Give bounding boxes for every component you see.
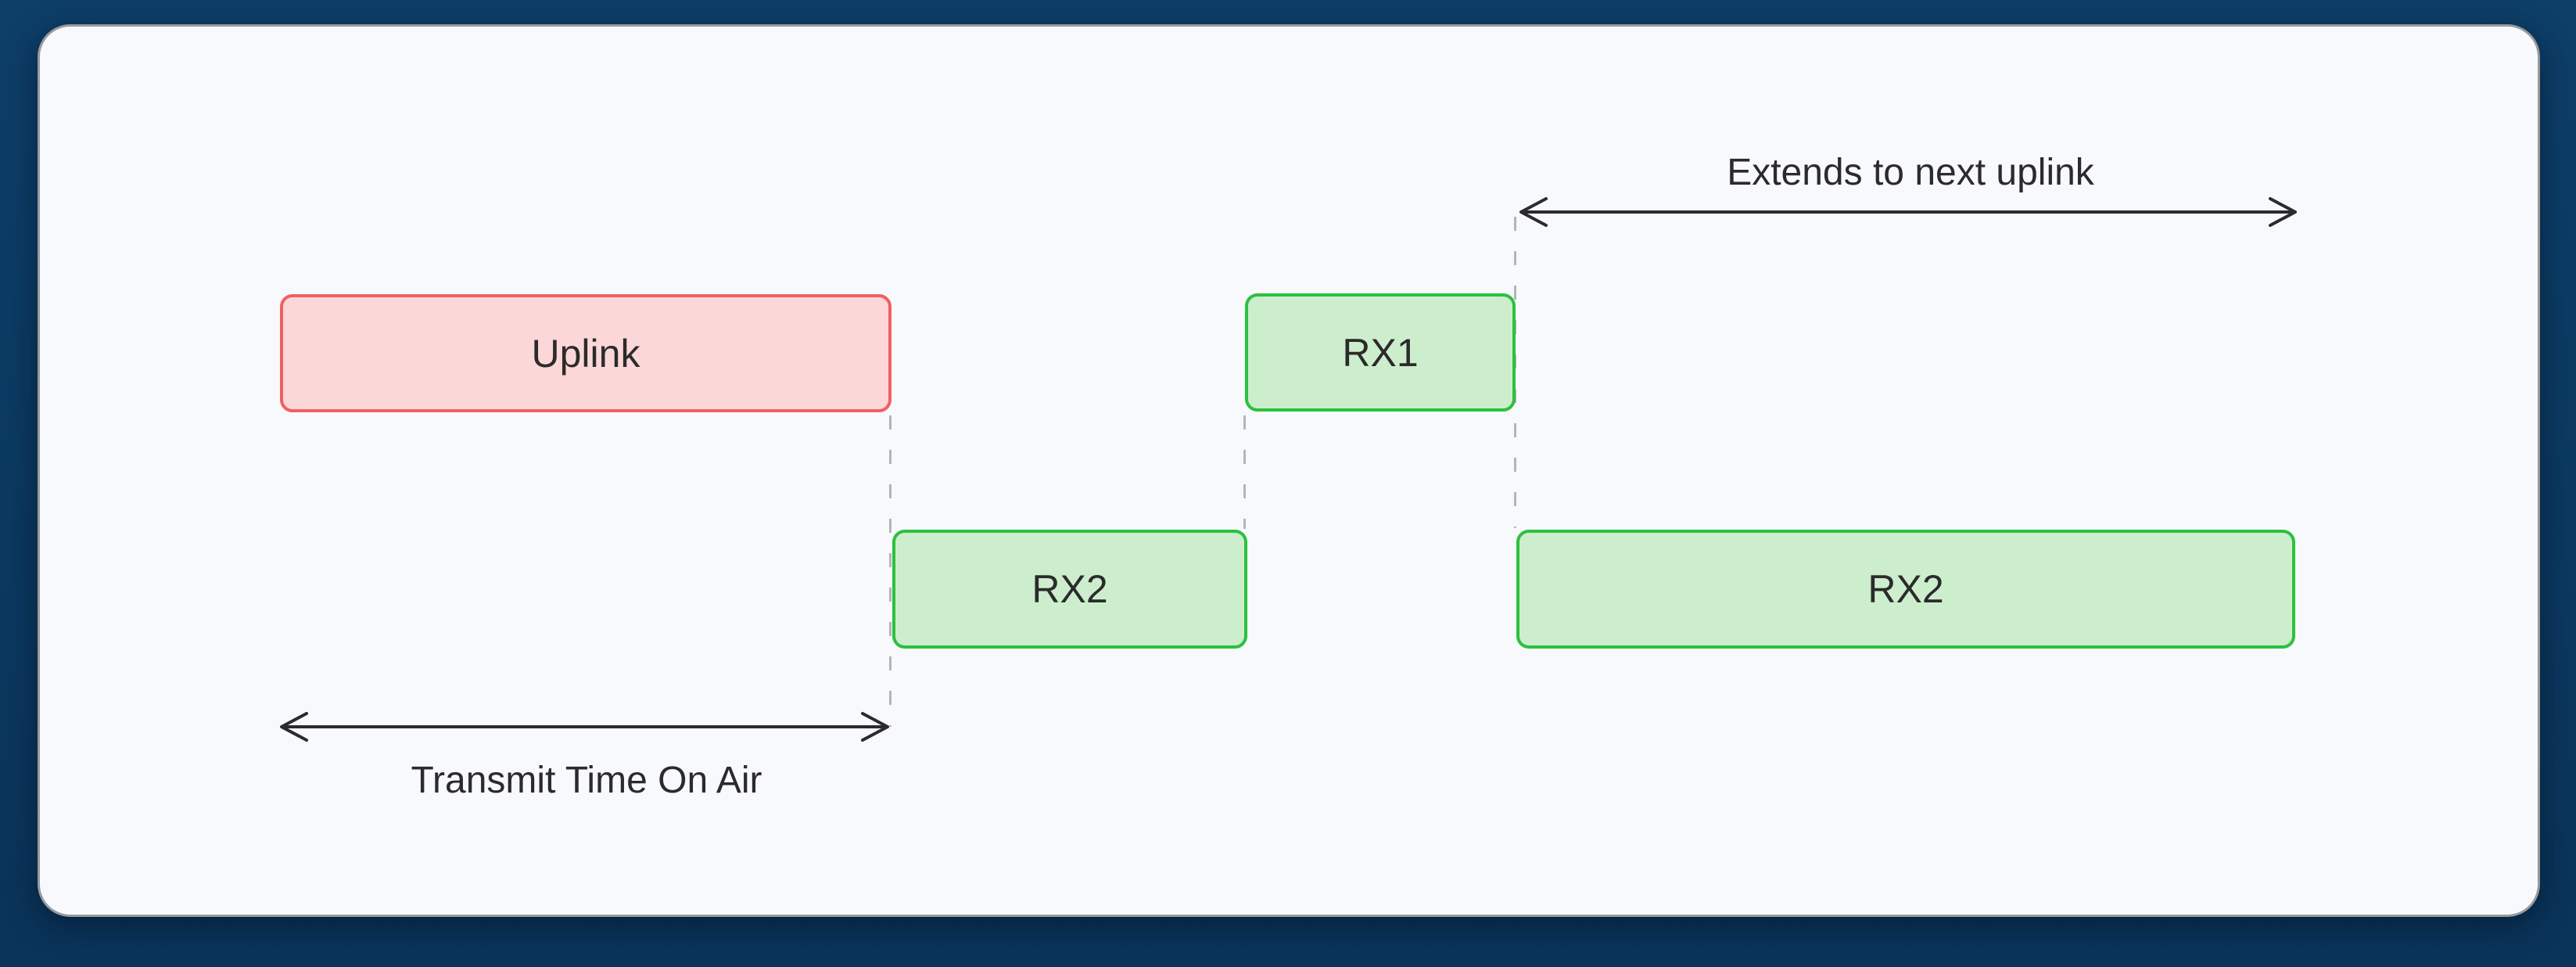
transmit-time-on-air-label: Transmit Time On Air xyxy=(411,760,762,801)
dashed-guide-uplink-end xyxy=(889,415,892,727)
rx2-first-block-label: RX2 xyxy=(1031,567,1108,611)
rx2-extended-block-label: RX2 xyxy=(1867,567,1944,611)
rx1-block-label: RX1 xyxy=(1342,330,1419,375)
uplink-block: Uplink xyxy=(280,294,892,412)
extends-to-next-uplink-label: Extends to next uplink xyxy=(1727,152,2094,193)
rx1-block: RX1 xyxy=(1245,293,1516,412)
uplink-block-label: Uplink xyxy=(531,331,640,376)
diagram-panel xyxy=(38,24,2540,917)
rx2-first-block: RX2 xyxy=(892,530,1247,649)
rx2-extended-block: RX2 xyxy=(1516,530,2295,649)
dashed-guide-rx1-start xyxy=(1243,415,1246,529)
